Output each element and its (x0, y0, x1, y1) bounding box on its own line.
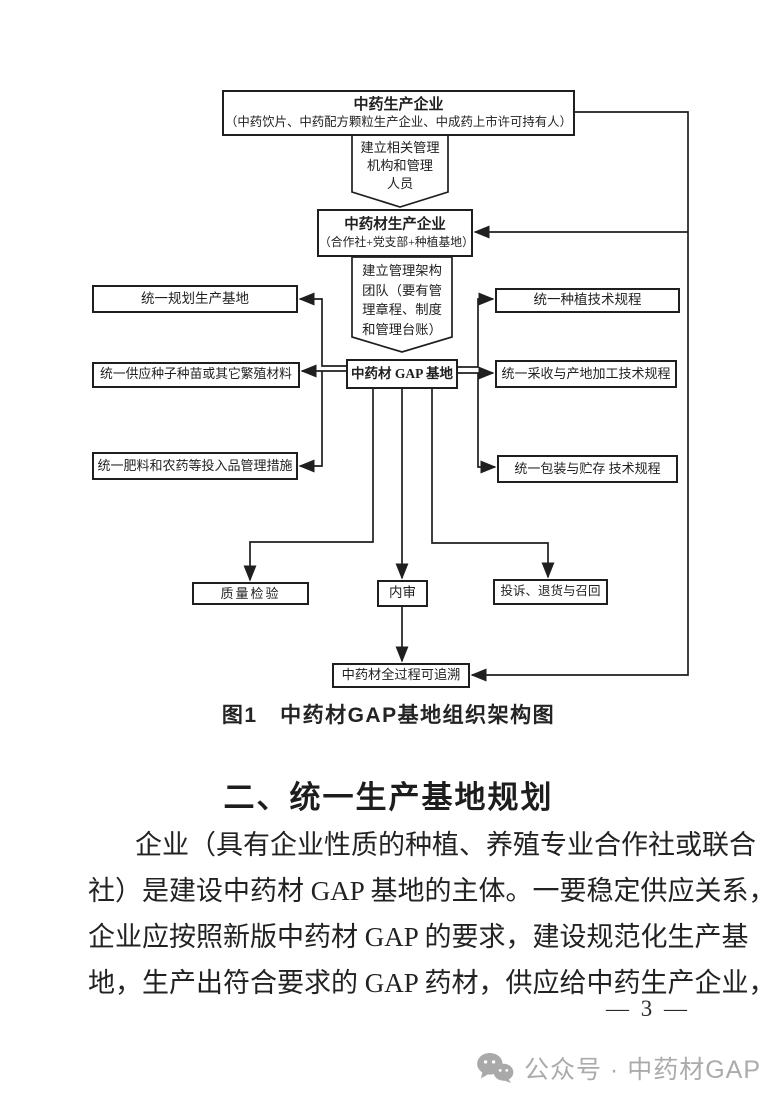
watermark-text: 公众号 · 中药材GAP (523, 1056, 761, 1084)
node-subtitle: （中药饮片、中药配方颗粒生产企业、中成药上市许可持有人） (225, 114, 572, 129)
paragraph-line: 企业应按照新版中药材 GAP 的要求，建设规范化生产基 (88, 922, 749, 952)
node-title: 中药材生产企业 (344, 216, 446, 233)
node-material-producer: 中药材生产企业 （合作社+党支部+种植基地） (317, 209, 474, 257)
node-unified-harvest-processing: 统一采收与产地加工技术规程 (495, 360, 677, 388)
node-unified-packaging-storage: 统一包装与贮存 技术规程 (497, 455, 678, 483)
node-subtitle: （合作社+党支部+种植基地） (319, 234, 474, 249)
node-full-traceability: 中药材全过程可追溯 (332, 663, 470, 688)
banner-line: 和管理台账） (362, 321, 442, 337)
banner-line: 人员 (386, 176, 414, 191)
node-unified-planting-regulation: 统一种植技术规程 (495, 288, 680, 313)
wechat-icon (476, 1052, 514, 1084)
paragraph-line: 地，生产出符合要求的 GAP 药材，供应给中药生产企业， (88, 968, 776, 998)
banner-arrow-shape (351, 256, 453, 353)
figure-caption: 图1 中药材GAP基地组织架构图 (221, 704, 556, 727)
paragraph-line: 企业（具有企业性质的种植、养殖专业合作社或联合 (135, 830, 756, 860)
banner-line: 机构和管理 (367, 158, 433, 173)
node-gap-base: 中药材 GAP 基地 (346, 359, 458, 389)
org-chart: 中药生产企业 （中药饮片、中药配方颗粒生产企业、中成药上市许可持有人） 建立相关… (92, 90, 689, 688)
node-unified-seed-supply: 统一供应种子种苗或其它繁殖材料 (92, 362, 300, 388)
section-heading: 二、统一生产基地规划 (223, 780, 554, 815)
node-drug-producer: 中药生产企业 （中药饮片、中药配方颗粒生产企业、中成药上市许可持有人） (222, 90, 575, 136)
banner-line: 团队（要有管 (362, 282, 442, 298)
paragraph-line: 社）是建设中药材 GAP 基地的主体。一要稳定供应关系， (88, 876, 776, 906)
banner-setup-team: 建立管理架构 团队（要有管 理章程、制度 和管理台账） (352, 261, 452, 339)
banner-line: 理章程、制度 (362, 302, 442, 317)
node-unified-input-management: 统一肥料和农药等投入品管理措施 (92, 452, 298, 480)
node-title: 中药生产企业 (353, 97, 444, 114)
banner-setup-organization: 建立相关管理 机构和管理 人员 (352, 139, 448, 193)
watermark: 公众号 · 中药材GAP (476, 1048, 761, 1088)
node-complaint-recall: 投诉、退货与召回 (493, 579, 608, 605)
page-number: — 3 — (606, 996, 690, 1021)
banner-line: 建立相关管理 (360, 140, 440, 155)
banner-line: 建立管理架构 (362, 263, 442, 278)
node-unified-planning: 统一规划生产基地 (92, 285, 298, 313)
node-internal-audit: 内审 (377, 580, 428, 607)
body-paragraph: 企业（具有企业性质的种植、养殖专业合作社或联合 社）是建设中药材 GAP 基地的… (88, 822, 776, 1006)
node-quality-inspection: 质量检验 (192, 582, 309, 605)
